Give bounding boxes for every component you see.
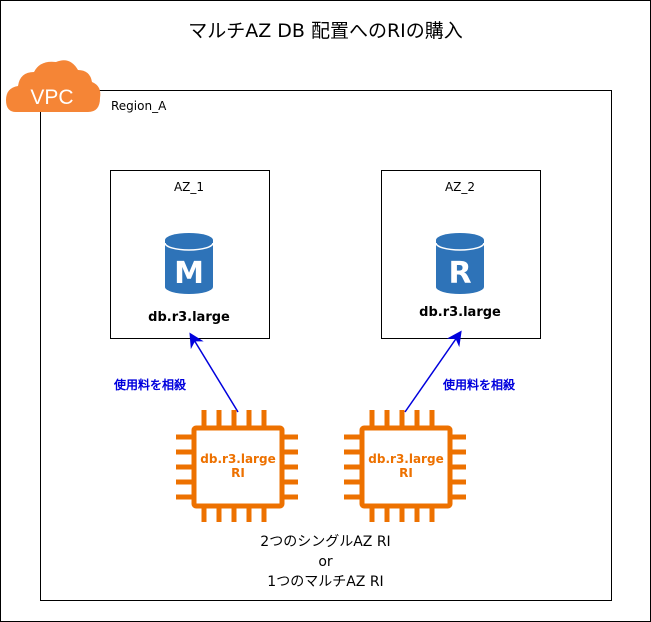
ri-2-instance-type: db.r3.large [368, 452, 444, 466]
az-2-label: AZ_2 [444, 180, 476, 194]
az-1-box [110, 170, 270, 339]
ri-2-label: db.r3.large RI [362, 452, 450, 480]
vpc-cloud-icon: VPC [6, 60, 101, 112]
ri-2-ri-text: RI [399, 466, 413, 480]
vpc-badge-text: VPC [30, 86, 73, 109]
caption-line-3: 1つのマルチAZ RI [267, 574, 384, 590]
ri-1-label: db.r3.large RI [194, 452, 282, 480]
region-label: Region_A [111, 99, 167, 113]
offset-label-2: 使用料を相殺 [443, 378, 516, 392]
database-master-icon: M [164, 233, 214, 294]
db-master-letter: M [174, 256, 204, 291]
caption-line-2: or [318, 554, 333, 570]
offset-arrow-1 [189, 332, 239, 413]
ri-1-instance-type: db.r3.large [200, 452, 276, 466]
region-boundary [40, 90, 612, 601]
offset-arrow-2 [404, 330, 462, 413]
diagram-title: マルチAZ DB 配置へのRIの購入 [188, 20, 463, 42]
caption-line-1: 2つのシングルAZ RI [260, 534, 391, 550]
database-replica-icon: R [435, 233, 485, 294]
reserved-instance-chip-icon [344, 410, 466, 522]
offset-label-1: 使用料を相殺 [114, 378, 187, 392]
az-1-instance-type: db.r3.large [148, 310, 230, 325]
db-replica-letter: R [448, 256, 471, 291]
az-1-label: AZ_1 [173, 180, 205, 194]
ri-1-ri-text: RI [231, 466, 245, 480]
caption: 2つのシングルAZ RI or 1つのマルチAZ RI [0, 532, 651, 592]
az-2-instance-type: db.r3.large [419, 305, 501, 320]
reserved-instance-chip-icon [176, 410, 298, 522]
